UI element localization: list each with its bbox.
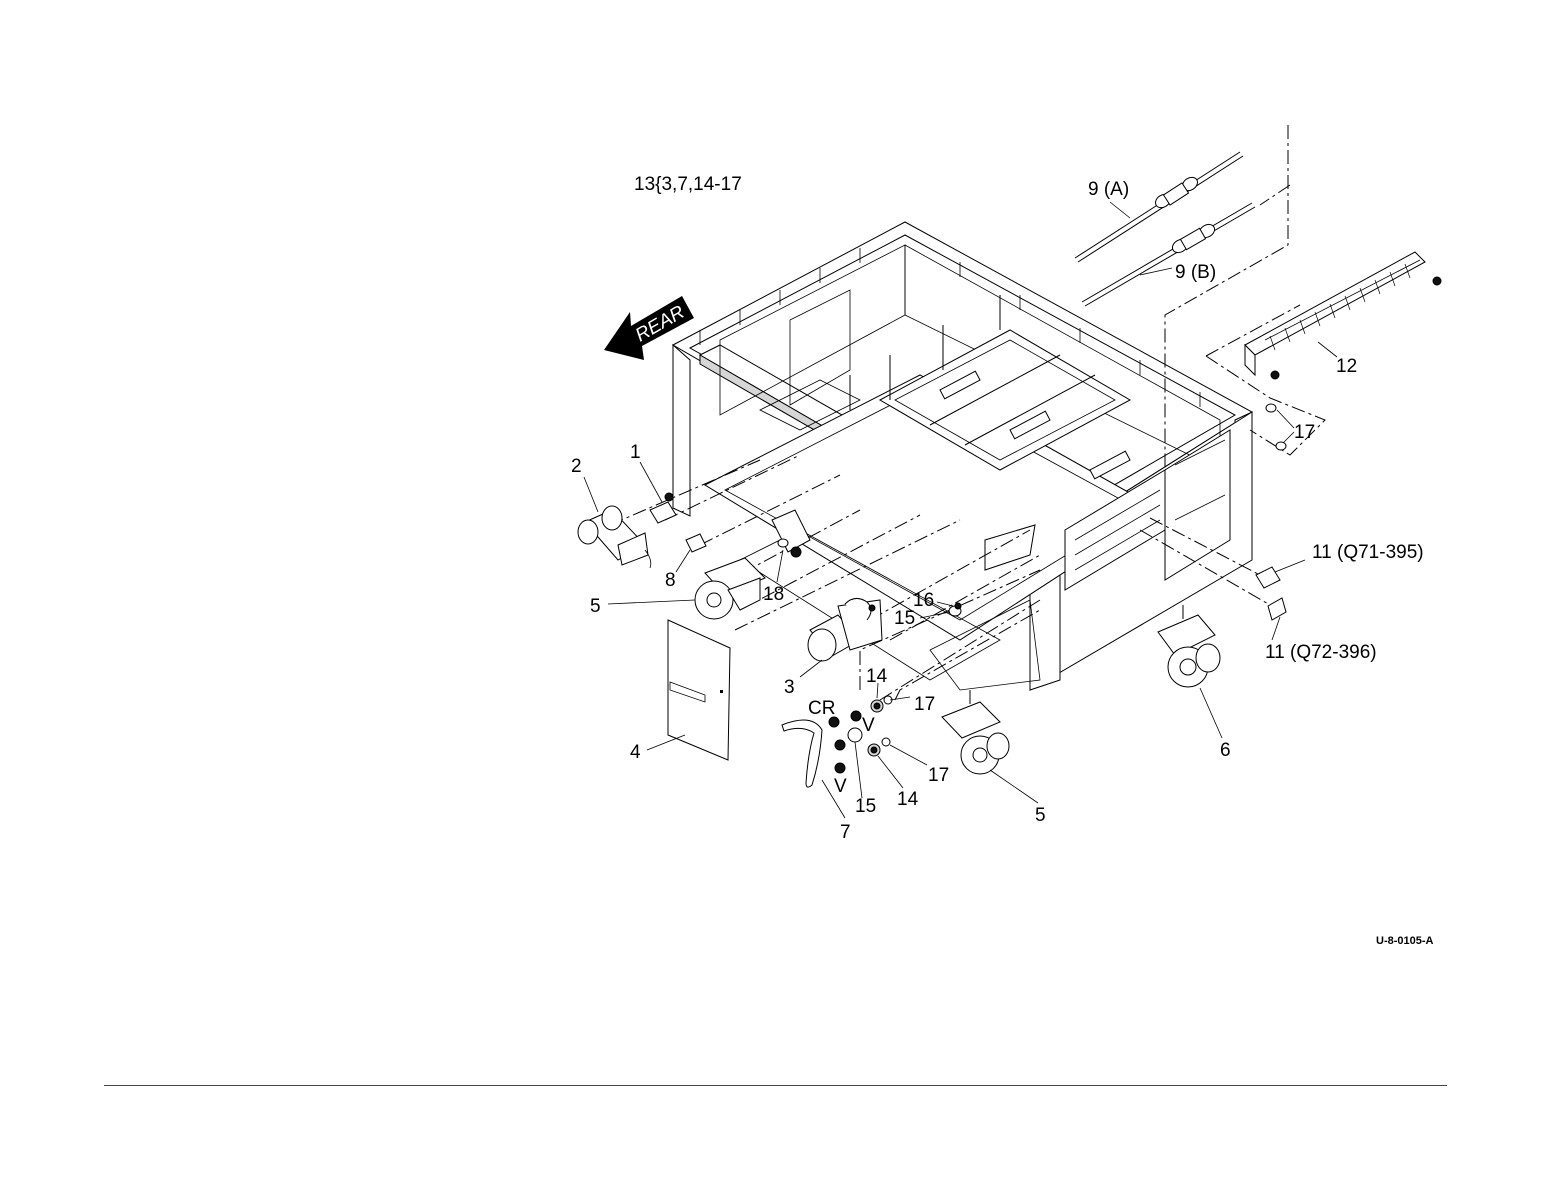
part-11-sensors	[1256, 567, 1286, 620]
callout-15-lower: 15	[855, 796, 876, 817]
leader-1	[640, 462, 662, 502]
callout-11a: 11 (Q71-395)	[1312, 542, 1424, 563]
callout-17-mid: 17	[914, 694, 935, 715]
part-3-drive-motor	[808, 598, 882, 661]
leader-12	[1318, 342, 1337, 357]
part-8-sensor	[686, 534, 706, 552]
callout-1: 1	[630, 442, 641, 463]
leader-9a	[1110, 202, 1130, 218]
figure-code: U-8-0105-A	[1376, 935, 1434, 947]
leader-14b	[878, 756, 903, 788]
callout-11b: 11 (Q72-396)	[1265, 642, 1377, 663]
callout-9a: 9 (A)	[1088, 179, 1129, 200]
part-5-caster-left	[695, 558, 765, 619]
part-4-panel	[668, 620, 730, 760]
leader-11b	[1272, 617, 1280, 640]
callout-5-left: 5	[590, 596, 601, 617]
leader-3	[800, 660, 822, 677]
part-5-caster-front	[942, 702, 1009, 774]
leader-2	[584, 477, 598, 512]
callout-4: 4	[630, 742, 641, 763]
kit-header-label: 13{3,7,14-17	[634, 174, 742, 195]
feed-roll-shafts	[1075, 152, 1255, 306]
callout-6: 6	[1220, 740, 1231, 761]
callout-v-upper: V	[862, 715, 875, 736]
leader-18	[777, 550, 783, 582]
leader-17-upper	[1277, 410, 1294, 428]
leader-15-low	[855, 742, 862, 798]
part-7-belt	[782, 720, 822, 787]
callout-3: 3	[784, 677, 795, 698]
callout-8: 8	[665, 570, 676, 591]
callout-2: 2	[571, 456, 582, 477]
part-2-motor	[578, 506, 651, 568]
callout-14-lower: 14	[897, 789, 919, 810]
callout-9b: 9 (B)	[1175, 262, 1216, 283]
part-17-upper-washers	[1266, 404, 1286, 450]
leader-17-upper-2	[1283, 432, 1294, 443]
callout-v-lower: V	[834, 776, 847, 797]
part-1-bracket	[650, 493, 676, 523]
leader-5-front	[990, 770, 1038, 803]
leader-5-left	[608, 600, 695, 604]
callout-17-low: 17	[928, 765, 949, 786]
part-6-caster	[1158, 615, 1220, 687]
leader-8	[676, 550, 690, 572]
leader-17-low	[890, 745, 927, 765]
callout-15-upper: 15	[894, 608, 915, 629]
callout-18: 18	[763, 584, 784, 605]
callout-12: 12	[1336, 356, 1357, 377]
leader-11a	[1275, 560, 1305, 572]
callout-cr: CR	[808, 698, 835, 719]
leader-4	[647, 735, 685, 750]
callout-17-upper: 17	[1294, 422, 1315, 443]
callout-5-front: 5	[1035, 805, 1046, 826]
leader-6	[1200, 688, 1222, 738]
rear-label: REAR	[632, 302, 688, 347]
callout-14-upper: 14	[866, 666, 888, 687]
callout-7: 7	[840, 822, 851, 843]
footer-rule	[104, 1085, 1447, 1086]
leader-17-mid	[890, 697, 910, 700]
rear-direction-arrow: REAR	[604, 296, 694, 360]
callout-16: 16	[913, 590, 934, 611]
